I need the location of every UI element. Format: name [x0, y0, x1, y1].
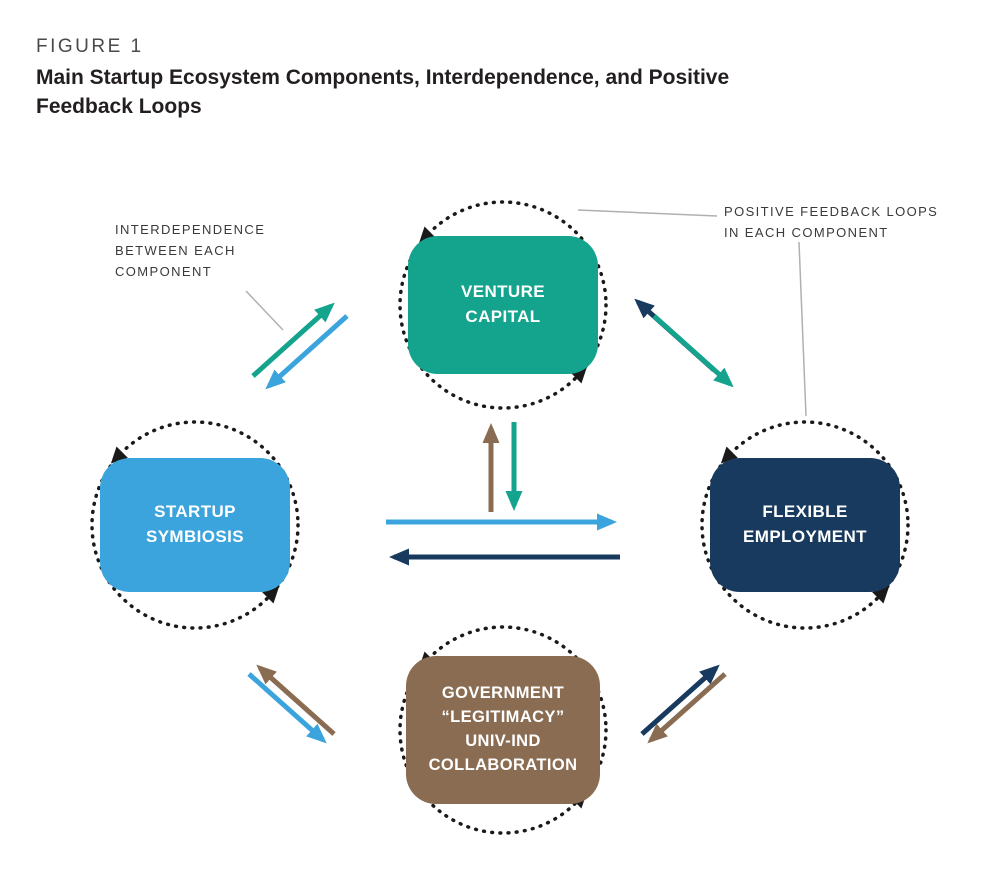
figure-title: Main Startup Ecosystem Components, Inter…: [36, 64, 729, 122]
node-label-line: FLEXIBLE: [762, 502, 848, 522]
node-label-line: VENTURE: [460, 282, 546, 302]
annotation-line: COMPONENT: [115, 263, 213, 279]
arrow-venture-capital-to-startup-symbiosis: [265, 314, 349, 390]
interdependence-vc-fe: [634, 298, 734, 388]
node-label-line: EMPLOYMENT: [743, 527, 867, 546]
annotation-line: BETWEEN EACH: [115, 242, 236, 258]
interdependence-vc-gov: [482, 422, 523, 512]
node-label-line: “LEGITIMACY”: [441, 708, 565, 727]
feedback-loop-circle: [700, 420, 910, 630]
figure-title-line-2: Feedback Loops: [36, 94, 202, 118]
annotation-line: INTERDEPENDENCE: [115, 222, 266, 237]
node-venture-capital: VENTURE CAPITAL: [408, 236, 598, 374]
arrow-government-to-startup-symbiosis: [256, 664, 336, 736]
arrow-government-to-flexible-employment: [640, 664, 720, 736]
figure-kicker: FIGURE 1: [36, 36, 144, 57]
feedback-loop-circle: [398, 200, 608, 410]
annotation-interdependence: INTERDEPENDENCE BETWEEN EACH COMPONENT: [115, 220, 265, 282]
annotation-positive-feedback: POSITIVE FEEDBACK LOOPS IN EACH COMPONEN…: [724, 202, 938, 244]
feedback-loop-circle: [90, 420, 300, 630]
annotation-line: IN EACH COMPONENT: [724, 224, 889, 240]
pointer-feedback-to-venture-capital: [577, 209, 718, 217]
node-label-line: UNIV-IND: [465, 732, 541, 750]
node-label-line: SYMBIOSIS: [145, 527, 245, 546]
figure-title-line-1: Main Startup Ecosystem Components, Inter…: [36, 66, 730, 89]
interdependence-ss-gov: [247, 664, 336, 744]
pointer-feedback-to-flexible-employment: [798, 241, 807, 417]
node-label-line: COLLABORATION: [428, 755, 578, 774]
node-startup-symbiosis: STARTUP SYMBIOSIS: [100, 458, 290, 592]
interdependence-gov-fe: [640, 664, 727, 744]
pointer-interdependence: [245, 290, 284, 331]
node-flexible-employment: FLEXIBLE EMPLOYMENT: [710, 458, 900, 592]
feedback-loop-circle: [398, 625, 608, 835]
interdependence-ss-vc: [251, 302, 349, 390]
node-government: GOVERNMENT “LEGITIMACY” UNIV-IND COLLABO…: [406, 656, 600, 804]
arrow-startup-symbiosis-to-venture-capital: [251, 302, 335, 378]
interdependence-ss-fe: [386, 513, 620, 566]
node-label-line: CAPITAL: [465, 307, 541, 326]
annotation-line: POSITIVE FEEDBACK LOOPS: [724, 204, 939, 219]
node-label-line: GOVERNMENT: [441, 684, 565, 703]
node-label-line: STARTUP: [154, 502, 236, 522]
arrow-startup-symbiosis-to-government: [247, 672, 327, 744]
arrow-venture-capital-to-flexible-employment: [652, 314, 734, 388]
annotation-pointers: [245, 209, 807, 417]
arrow-flexible-employment-to-government: [647, 672, 727, 744]
